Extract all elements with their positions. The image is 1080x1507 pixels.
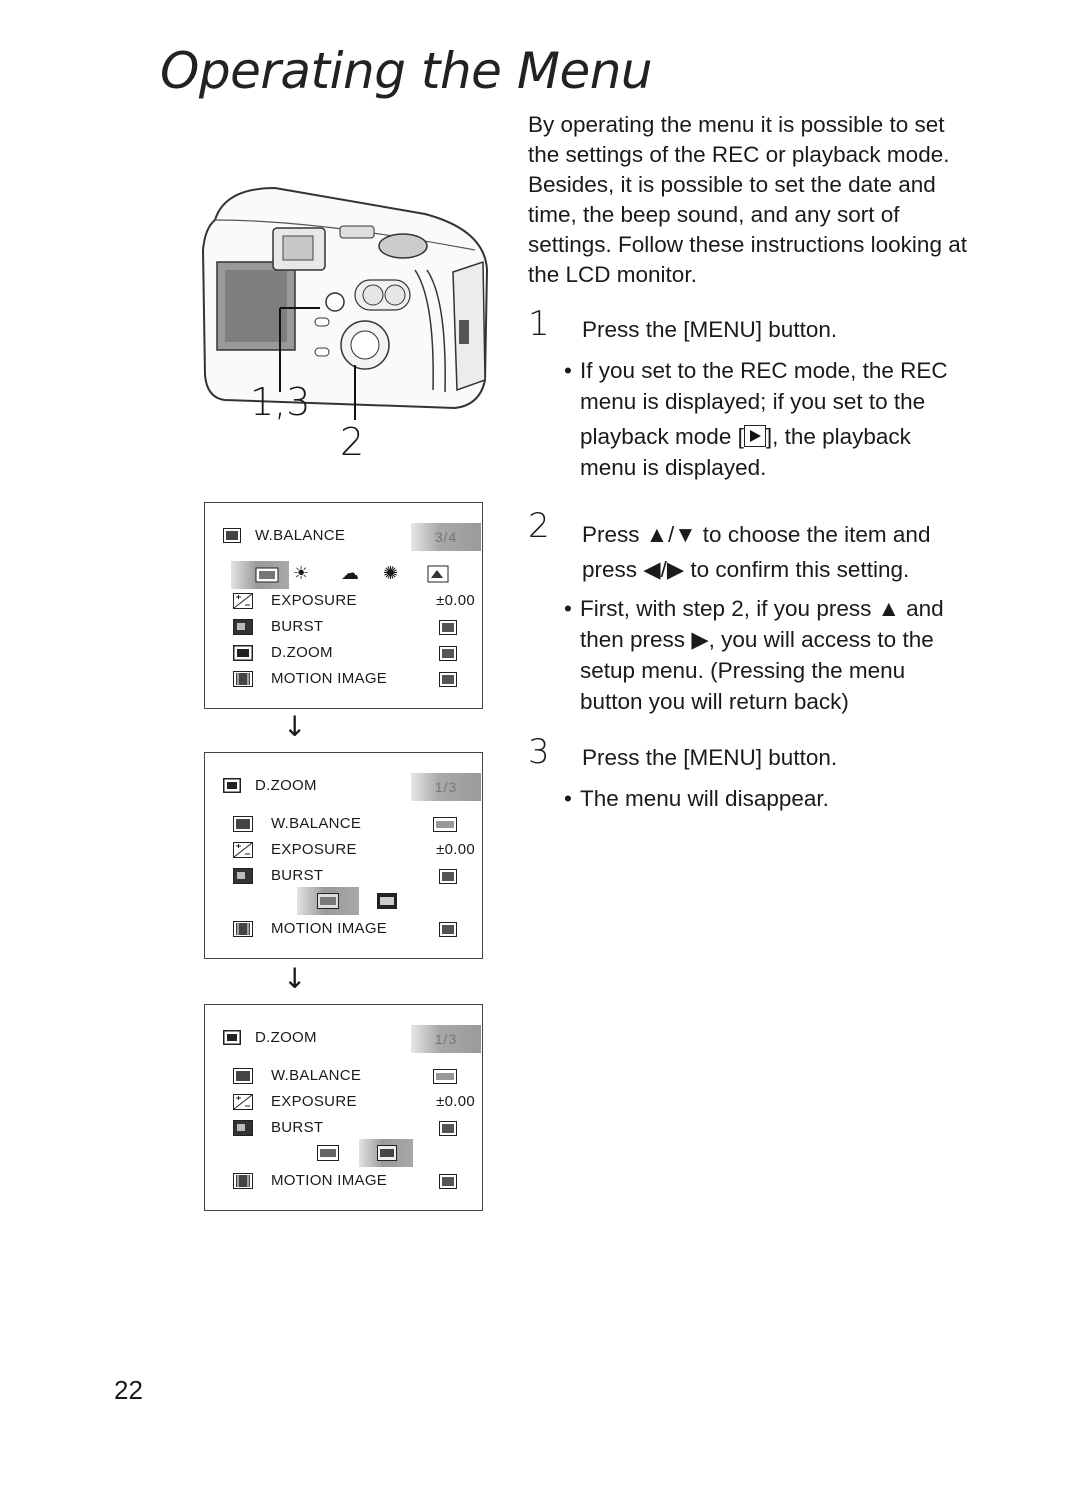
auto-wb-icon: [255, 567, 279, 583]
menu-header: D.ZOOM 1/3: [223, 773, 481, 801]
menu-page-indicator: 3/4: [411, 523, 481, 551]
exposure-icon: [233, 1094, 253, 1110]
cloudy-icon: ☁: [341, 563, 359, 583]
menu-row: EXPOSURE ±0.00: [233, 1091, 475, 1115]
off-icon: [439, 646, 457, 661]
menu-row: W.BALANCE: [233, 1065, 463, 1089]
step-number: 3: [528, 732, 550, 772]
menu-row-value: ±0.00: [436, 1093, 475, 1110]
off-icon: [439, 922, 457, 937]
burst-icon: [233, 1120, 253, 1136]
burst-icon: [233, 868, 253, 884]
callout-step-2: 2: [340, 420, 365, 464]
menu-row-label: MOTION IMAGE: [271, 670, 388, 687]
step-text: Press the [MENU] button.: [582, 745, 838, 770]
step-bullet: •First, with step 2, if you press ▲ and …: [564, 596, 944, 714]
on-option-icon: [377, 1145, 397, 1161]
menu-row-label: EXPOSURE: [271, 841, 357, 858]
menu-row-label: MOTION IMAGE: [271, 920, 388, 937]
menu-row: BURST: [233, 1117, 463, 1141]
menu-row-label: D.ZOOM: [271, 644, 333, 661]
menu-row-label: BURST: [271, 867, 324, 884]
menu-row: BURST: [233, 865, 463, 889]
callout-steps-1-3: 1,3: [250, 380, 311, 424]
menu-header-label: D.ZOOM: [255, 1029, 317, 1046]
menu-row-label: MOTION IMAGE: [271, 1172, 388, 1189]
menu-row: BURST: [233, 616, 463, 640]
step-bullet: •The menu will disappear.: [564, 786, 829, 811]
page-title: Operating the Menu: [160, 42, 653, 100]
menu-row: MOTION IMAGE: [233, 668, 463, 692]
menu-row: MOTION IMAGE: [233, 918, 463, 942]
off-icon: [439, 620, 457, 635]
menu-row: MOTION IMAGE: [233, 1170, 463, 1194]
menu-row-label: EXPOSURE: [271, 1093, 357, 1110]
digital-zoom-icon: [223, 778, 241, 793]
menu-row-label: W.BALANCE: [271, 815, 362, 832]
menu-header-label: D.ZOOM: [255, 777, 317, 794]
step-text: Press ▲/▼ to choose the item and press ◀…: [582, 522, 931, 582]
menu-row: EXPOSURE ±0.00: [233, 590, 475, 614]
step-text: Press the [MENU] button.: [582, 317, 838, 342]
digital-zoom-options: [231, 887, 461, 915]
white-balance-icon: [223, 528, 241, 543]
exposure-icon: [233, 593, 253, 609]
on-option-icon: [377, 893, 397, 909]
off-option-icon: [317, 1145, 339, 1161]
menu-screen-2: D.ZOOM 1/3 W.BALANCE EXPOSURE ±0.00 BURS…: [204, 752, 483, 959]
menu-screen-1: W.BALANCE 3/4 ☀ ☁ ✺ EXPOSURE ±0.00 BURST…: [204, 502, 483, 709]
halogen-icon: ✺: [383, 563, 399, 583]
motion-image-icon: [233, 671, 253, 687]
auto-icon: [433, 817, 457, 832]
off-icon: [439, 1174, 457, 1189]
menu-page-indicator: 1/3: [411, 773, 481, 801]
off-option-icon: [317, 893, 339, 909]
off-icon: [439, 672, 457, 687]
down-arrow-icon: ↓: [283, 962, 307, 995]
camera-illustration: [201, 186, 489, 420]
digital-zoom-options: [231, 1139, 461, 1167]
burst-icon: [233, 619, 253, 635]
intro-paragraph: By operating the menu it is possible to …: [528, 112, 967, 287]
down-arrow-icon: ↓: [283, 710, 307, 743]
menu-screen-3: D.ZOOM 1/3 W.BALANCE EXPOSURE ±0.00 BURS…: [204, 1004, 483, 1211]
menu-row: EXPOSURE ±0.00: [233, 839, 475, 863]
playback-mode-icon: [743, 425, 766, 447]
digital-zoom-icon: [223, 1030, 241, 1045]
page-number: 22: [114, 1375, 143, 1405]
menu-header: W.BALANCE 3/4: [223, 523, 481, 551]
menu-row-value: ±0.00: [436, 592, 475, 609]
white-balance-icon: [233, 1068, 253, 1084]
menu-row-value: ±0.00: [436, 841, 475, 858]
menu-header-label: W.BALANCE: [255, 527, 346, 544]
menu-page-indicator: 1/3: [411, 1025, 481, 1053]
sunny-icon: ☀: [293, 563, 310, 583]
white-balance-icon: [233, 816, 253, 832]
menu-row-label: BURST: [271, 618, 324, 635]
auto-icon: [433, 1069, 457, 1084]
menu-row-label: EXPOSURE: [271, 592, 357, 609]
step-bullet: •If you set to the REC mode, the REC men…: [564, 358, 948, 480]
motion-image-icon: [233, 921, 253, 937]
off-icon: [439, 1121, 457, 1136]
off-icon: [439, 869, 457, 884]
step-number: 2: [528, 506, 550, 546]
step-number: 1: [528, 304, 550, 344]
menu-row-label: BURST: [271, 1119, 324, 1136]
menu-row: W.BALANCE: [233, 813, 463, 837]
white-balance-options: ☀ ☁ ✺: [231, 561, 461, 589]
motion-image-icon: [233, 1173, 253, 1189]
exposure-icon: [233, 842, 253, 858]
menu-row: D.ZOOM: [233, 642, 463, 666]
manual-wb-icon: [427, 565, 449, 583]
digital-zoom-icon: [233, 645, 253, 661]
menu-row-label: W.BALANCE: [271, 1067, 362, 1084]
menu-header: D.ZOOM 1/3: [223, 1025, 481, 1053]
